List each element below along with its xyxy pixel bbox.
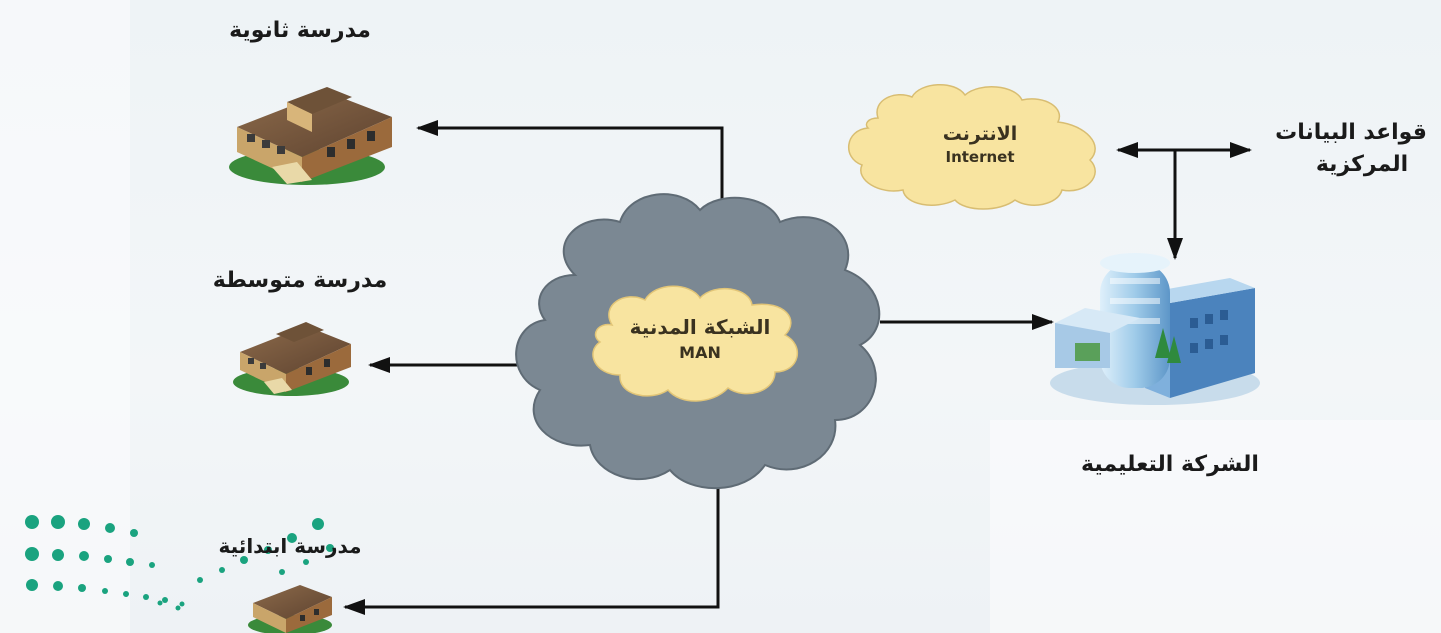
- primary-school-building-icon: [248, 585, 332, 633]
- connector-primary: [343, 485, 720, 615]
- background-panel: [990, 420, 1441, 633]
- office-building-icon: [1050, 253, 1260, 405]
- man-network-label-ar: الشبكة المدنية: [629, 315, 771, 339]
- middle-school-building-icon: [233, 322, 351, 396]
- education-company-label: الشركة التعليمية: [1081, 452, 1259, 477]
- internet-cloud-icon: [847, 83, 1096, 210]
- ministry-logo-dots-icon: [25, 515, 334, 611]
- primary-school-label: مدرسة ابتدائية: [218, 534, 362, 558]
- secondary-school-label: مدرسة ثانوية: [229, 18, 371, 43]
- secondary-school-building-icon: [229, 87, 392, 185]
- man-network-cloud-icon: [515, 193, 881, 490]
- internet-label-ar: الانترنت: [942, 123, 1018, 145]
- central-databases-label-line2: المركزية: [1315, 152, 1409, 177]
- man-network-label-en: MAN: [679, 343, 721, 362]
- connector-secondary: [416, 120, 724, 205]
- connector-internet-databases: [1116, 142, 1252, 260]
- central-databases-label-line1: قواعد البيانات: [1275, 120, 1427, 145]
- middle-school-label: مدرسة متوسطة: [212, 268, 388, 293]
- internet-label-en: Internet: [945, 148, 1015, 166]
